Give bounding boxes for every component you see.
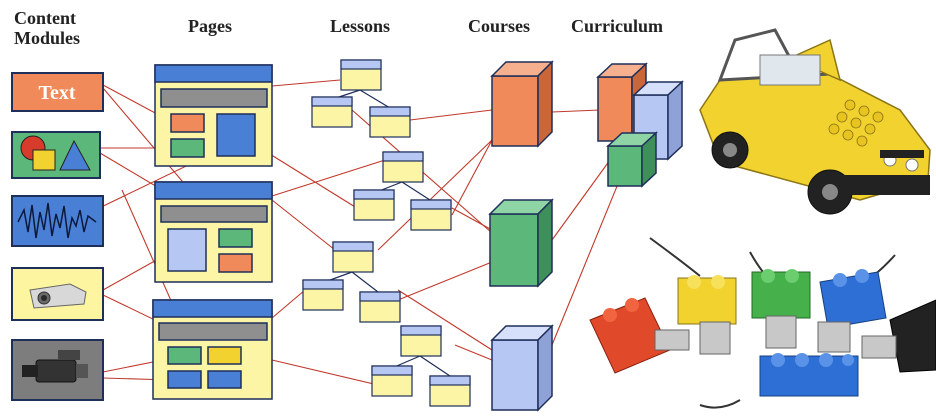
usb-drive-blue-flat (759, 353, 859, 397)
module-text: Text (11, 72, 104, 112)
video-camera-icon (22, 350, 88, 383)
usb-drive-blue (817, 269, 887, 353)
connector-lines (94, 79, 641, 386)
header-curriculum: Curriculum (571, 16, 663, 36)
pages (152, 64, 273, 400)
page-1 (154, 64, 273, 167)
header-content-modules: Content Modules (14, 8, 81, 48)
curriculum-blue-box (632, 80, 684, 161)
usb-drive-green (751, 269, 811, 349)
course-orange (490, 60, 554, 148)
module-video-camera (11, 339, 104, 401)
module-text-label: Text (38, 82, 75, 104)
course-green (488, 198, 554, 288)
page-2 (154, 181, 273, 283)
lesson-tree-1 (311, 59, 411, 138)
curriculum (596, 62, 684, 188)
usb-drive-red (589, 297, 690, 374)
courses (488, 60, 554, 412)
curriculum-green-box (606, 131, 658, 188)
lessons (302, 59, 471, 407)
lego-usb-drives-photo (589, 237, 936, 409)
header-lessons: Lessons (330, 16, 391, 36)
lesson-tree-4 (371, 325, 471, 407)
header-pages: Pages (188, 16, 232, 36)
projector-icon (29, 283, 87, 309)
content-modules: Text (11, 72, 104, 401)
usb-drive-black (861, 299, 936, 373)
module-projector (11, 267, 104, 321)
lego-jeep-photo (699, 28, 931, 215)
header-courses: Courses (468, 16, 530, 36)
module-waveform (11, 195, 104, 247)
lesson-tree-2 (353, 151, 452, 231)
usb-drive-yellow (677, 275, 737, 355)
lesson-tree-3 (302, 241, 401, 323)
module-shapes (11, 131, 101, 179)
page-3 (152, 299, 273, 400)
course-blue (490, 324, 554, 412)
